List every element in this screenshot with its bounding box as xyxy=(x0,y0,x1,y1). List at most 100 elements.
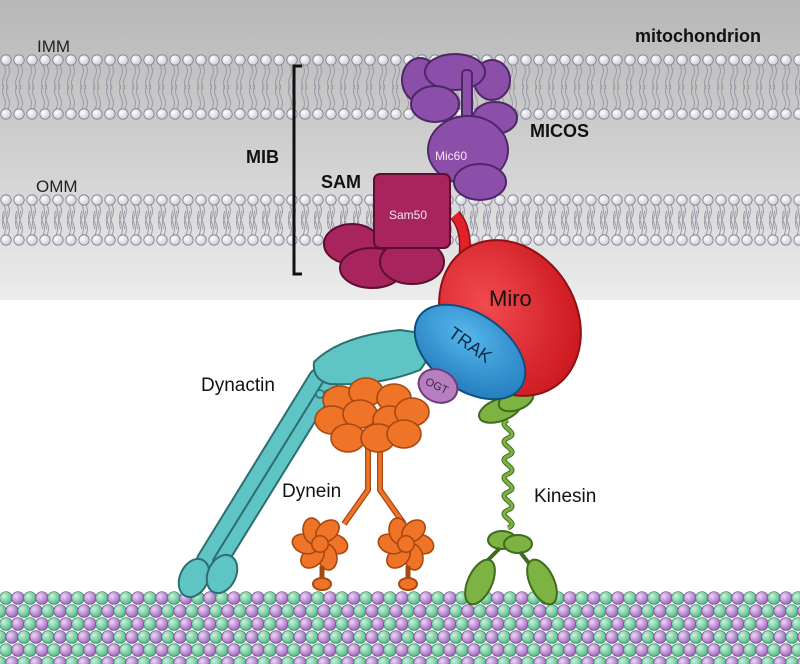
tubulin-subunit-beta xyxy=(191,617,205,631)
tubulin-subunit-alpha xyxy=(755,643,769,657)
tubulin-subunit-beta xyxy=(503,617,517,631)
tubulin-subunit-alpha xyxy=(581,604,595,618)
tubulin-subunit-alpha xyxy=(755,591,769,605)
tubulin-subunit-alpha xyxy=(731,643,745,657)
omm-lipid-head xyxy=(702,234,714,246)
tubulin-subunit-alpha xyxy=(515,643,529,657)
tubulin-subunit-alpha xyxy=(389,604,403,618)
omm-lipid-head xyxy=(260,194,272,206)
tubulin-subunit-beta xyxy=(425,630,439,644)
omm-lipid-head xyxy=(273,194,285,206)
omm-lipid-head xyxy=(676,194,688,206)
tubulin-subunit-alpha xyxy=(443,617,457,631)
tubulin-subunit-alpha xyxy=(749,604,763,618)
tubulin-subunit-alpha xyxy=(59,617,73,631)
tubulin-subunit-beta xyxy=(353,630,367,644)
tubulin-subunit-beta xyxy=(743,643,757,657)
tubulin-subunit-alpha xyxy=(179,643,193,657)
tubulin-subunit-alpha xyxy=(341,604,355,618)
tubulin-subunit-beta xyxy=(599,617,613,631)
tubulin-subunit-beta xyxy=(185,630,199,644)
tubulin-subunit-beta xyxy=(473,630,487,644)
omm-lipid-head xyxy=(546,194,558,206)
tubulin-subunit-alpha xyxy=(707,643,721,657)
tubulin-subunit-alpha xyxy=(11,617,25,631)
tubulin-subunit-beta xyxy=(455,643,469,657)
tubulin-subunit-beta xyxy=(281,630,295,644)
tubulin-subunit-beta xyxy=(593,630,607,644)
omm-lipid-head xyxy=(299,234,311,246)
imm-lipid-head xyxy=(546,108,558,120)
omm-lipid-head xyxy=(780,234,792,246)
imm-lipid-head xyxy=(299,108,311,120)
imm-lipid-head xyxy=(663,108,675,120)
tubulin-subunit-alpha xyxy=(677,630,691,644)
omm-lipid-head xyxy=(104,234,116,246)
omm-lipid-head xyxy=(104,194,116,206)
tubulin-subunit-alpha xyxy=(683,617,697,631)
tubulin-subunit-alpha xyxy=(293,604,307,618)
tubulin-subunit-alpha xyxy=(419,643,433,657)
tubulin-subunit-beta xyxy=(713,630,727,644)
tubulin-subunit-beta xyxy=(167,617,181,631)
tubulin-subunit-beta xyxy=(209,630,223,644)
tubulin-subunit-beta xyxy=(335,617,349,631)
tubulin-subunit-alpha xyxy=(371,591,385,605)
imm-lipid-head xyxy=(208,108,220,120)
imm-lipid-head xyxy=(13,54,25,66)
imm-lipid-head xyxy=(520,108,532,120)
omm-lipid-head xyxy=(650,194,662,206)
imm-lipid-head xyxy=(156,54,168,66)
omm-lipid-head xyxy=(351,194,363,206)
imm-lipid-head xyxy=(338,54,350,66)
omm-lipid-head xyxy=(624,234,636,246)
tubulin-subunit-beta xyxy=(287,617,301,631)
tubulin-subunit-beta xyxy=(95,617,109,631)
omm-lipid-head xyxy=(39,234,51,246)
tubulin-subunit-beta xyxy=(641,604,655,618)
omm-lipid-head xyxy=(169,234,181,246)
omm-lipid-head xyxy=(299,194,311,206)
tubulin-subunit-alpha xyxy=(203,643,217,657)
tubulin-subunit-beta xyxy=(569,630,583,644)
tubulin-subunit-beta xyxy=(623,617,637,631)
imm-lipid-head xyxy=(338,108,350,120)
tubulin-subunit-beta xyxy=(239,643,253,657)
tubulin-subunit-alpha xyxy=(605,630,619,644)
tubulin-subunit-beta xyxy=(551,643,565,657)
dynactin-complex xyxy=(177,328,432,599)
tubulin-subunit-beta xyxy=(143,643,157,657)
tubulin-subunit-alpha xyxy=(509,630,523,644)
tubulin-subunit-alpha xyxy=(659,643,673,657)
tubulin-subunit-beta xyxy=(257,630,271,644)
omm-lipid-head xyxy=(507,194,519,206)
tubulin-subunit-alpha xyxy=(515,617,529,631)
tubulin-subunit-alpha xyxy=(299,591,313,605)
omm-lipid-head xyxy=(221,234,233,246)
imm-lipid-head xyxy=(637,108,649,120)
imm-lipid-head xyxy=(156,108,168,120)
imm-lipid-head xyxy=(234,54,246,66)
tubulin-subunit-alpha xyxy=(347,617,361,631)
tubulin-subunit-beta xyxy=(761,630,775,644)
imm-lipid-head xyxy=(143,54,155,66)
tubulin-subunit-beta xyxy=(257,604,271,618)
imm-lipid-head xyxy=(793,108,800,120)
tubulin-subunit-alpha xyxy=(563,591,577,605)
tubulin-subunit-beta xyxy=(0,591,13,605)
tubulin-subunit-alpha xyxy=(107,643,121,657)
imm-lipid-head xyxy=(91,108,103,120)
imm-lipid-head xyxy=(91,54,103,66)
tubulin-subunit-beta xyxy=(119,643,133,657)
omm-lipid-head xyxy=(754,234,766,246)
tubulin-subunit-alpha xyxy=(155,643,169,657)
label-imm: IMM xyxy=(37,37,70,56)
imm-lipid-head xyxy=(598,54,610,66)
tubulin-subunit-beta xyxy=(497,630,511,644)
tubulin-subunit-alpha xyxy=(155,617,169,631)
tubulin-subunit-beta xyxy=(431,643,445,657)
tubulin-subunit-beta xyxy=(407,617,421,631)
omm-lipid-head xyxy=(143,234,155,246)
ogt-enzyme xyxy=(417,368,459,404)
omm-lipid-head xyxy=(585,234,597,246)
